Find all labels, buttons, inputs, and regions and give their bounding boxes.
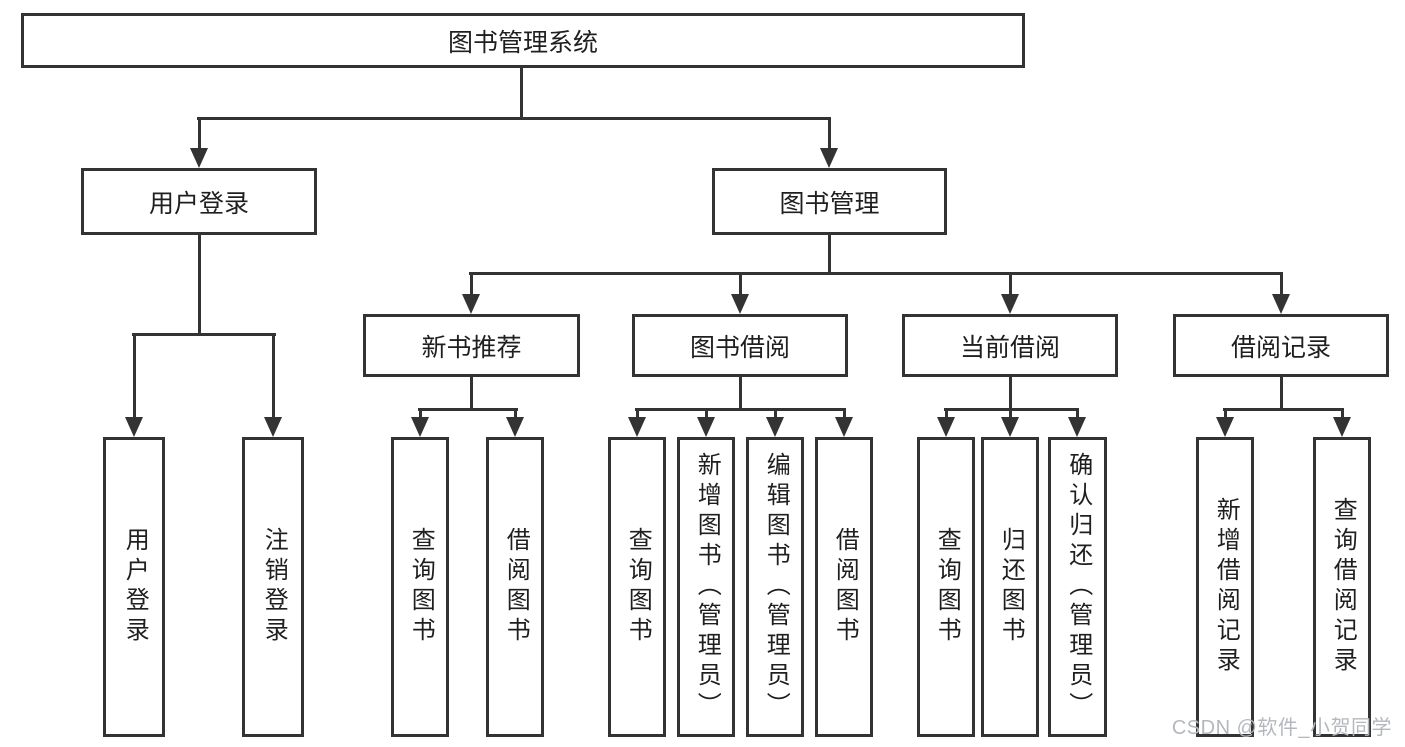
connector-line — [133, 333, 136, 418]
node-current-borrowing: 当前借阅 — [902, 314, 1118, 377]
arrow-down-icon — [1001, 417, 1019, 437]
connector-line — [843, 408, 846, 419]
connector-line — [739, 375, 742, 410]
leaf-label: 查询图书 — [933, 527, 961, 647]
leaf-label: 借阅图书 — [831, 527, 859, 647]
connector-line — [1076, 408, 1079, 419]
node-library-system: 图书管理系统 — [21, 13, 1025, 68]
connector-line — [774, 408, 777, 419]
node-user-login: 用户登录 — [81, 168, 317, 235]
connector-line — [1341, 408, 1344, 419]
leaf-borrow-books-borrowing: 借阅图书 — [815, 437, 873, 737]
connector-line — [1009, 375, 1012, 410]
arrow-down-icon — [190, 148, 208, 168]
arrow-down-icon — [937, 417, 955, 437]
connector-line — [1280, 375, 1283, 410]
connector-line — [520, 66, 523, 119]
connector-line — [739, 272, 742, 296]
arrow-down-icon — [820, 148, 838, 168]
leaf-label: 查询借阅记录 — [1329, 497, 1357, 677]
arrow-down-icon — [1001, 294, 1019, 314]
leaf-query-books-borrowing: 查询图书 — [608, 437, 666, 737]
watermark: CSDN @软件_小贺同学 — [1171, 717, 1392, 739]
arrow-down-icon — [506, 417, 524, 437]
connector-line — [828, 233, 831, 274]
arrow-down-icon — [1272, 294, 1290, 314]
connector-line — [1009, 408, 1012, 419]
leaf-add-borrow-record: 新增借阅记录 — [1196, 437, 1254, 737]
connector-line — [198, 117, 201, 150]
leaf-confirm-return-admin: 确认归还（管理员） — [1048, 437, 1107, 737]
connector-line — [1280, 272, 1283, 296]
leaf-label: 查询图书 — [624, 527, 652, 647]
arrow-down-icon — [411, 417, 429, 437]
leaf-label: 注销登录 — [260, 527, 288, 647]
arrow-down-icon — [766, 417, 784, 437]
arrow-down-icon — [835, 417, 853, 437]
connector-line — [418, 408, 518, 411]
leaf-label: 借阅图书 — [502, 527, 530, 647]
connector-line — [419, 408, 422, 419]
leaf-label: 新增借阅记录 — [1212, 497, 1240, 677]
leaf-borrow-books-recommend: 借阅图书 — [486, 437, 544, 737]
connector-line — [198, 233, 201, 336]
connector-line — [1009, 272, 1012, 296]
connector-line — [828, 117, 831, 150]
leaf-add-books-admin: 新增图书（管理员） — [677, 437, 735, 737]
node-new-book-recommend: 新书推荐 — [363, 314, 580, 377]
leaf-label: 用户登录 — [121, 527, 149, 647]
connector-line — [469, 272, 1283, 275]
arrow-down-icon — [628, 417, 646, 437]
leaf-user-login: 用户登录 — [103, 437, 165, 737]
node-borrowing-records: 借阅记录 — [1173, 314, 1389, 377]
leaf-edit-books-admin: 编辑图书（管理员） — [746, 437, 804, 737]
arrow-down-icon — [1068, 417, 1086, 437]
connector-line — [470, 272, 473, 296]
connector-line — [945, 408, 948, 419]
arrow-down-icon — [697, 417, 715, 437]
leaf-label: 确认归还（管理员） — [1064, 452, 1092, 722]
arrow-down-icon — [462, 294, 480, 314]
leaf-label: 编辑图书（管理员） — [762, 452, 790, 722]
leaf-query-borrow-record: 查询借阅记录 — [1313, 437, 1371, 737]
arrow-down-icon — [731, 294, 749, 314]
connector-line — [514, 408, 517, 419]
connector-line — [272, 333, 275, 418]
connector-line — [635, 408, 846, 411]
connector-line — [470, 375, 473, 410]
leaf-query-books-current: 查询图书 — [917, 437, 975, 737]
connector-line — [705, 408, 708, 419]
leaf-query-books-recommend: 查询图书 — [391, 437, 449, 737]
leaf-label: 查询图书 — [407, 527, 435, 647]
node-book-management: 图书管理 — [712, 168, 947, 235]
leaf-label: 新增图书（管理员） — [693, 452, 721, 722]
leaf-return-books: 归还图书 — [981, 437, 1039, 737]
arrow-down-icon — [125, 417, 143, 437]
arrow-down-icon — [264, 417, 282, 437]
connector-line — [132, 333, 276, 336]
node-book-borrowing: 图书借阅 — [632, 314, 848, 377]
arrow-down-icon — [1216, 417, 1234, 437]
connector-line — [636, 408, 639, 419]
leaf-logout-login: 注销登录 — [242, 437, 304, 737]
connector-line — [197, 117, 831, 120]
leaf-label: 归还图书 — [997, 527, 1025, 647]
arrow-down-icon — [1333, 417, 1351, 437]
connector-line — [1223, 408, 1344, 411]
connector-line — [1224, 408, 1227, 419]
